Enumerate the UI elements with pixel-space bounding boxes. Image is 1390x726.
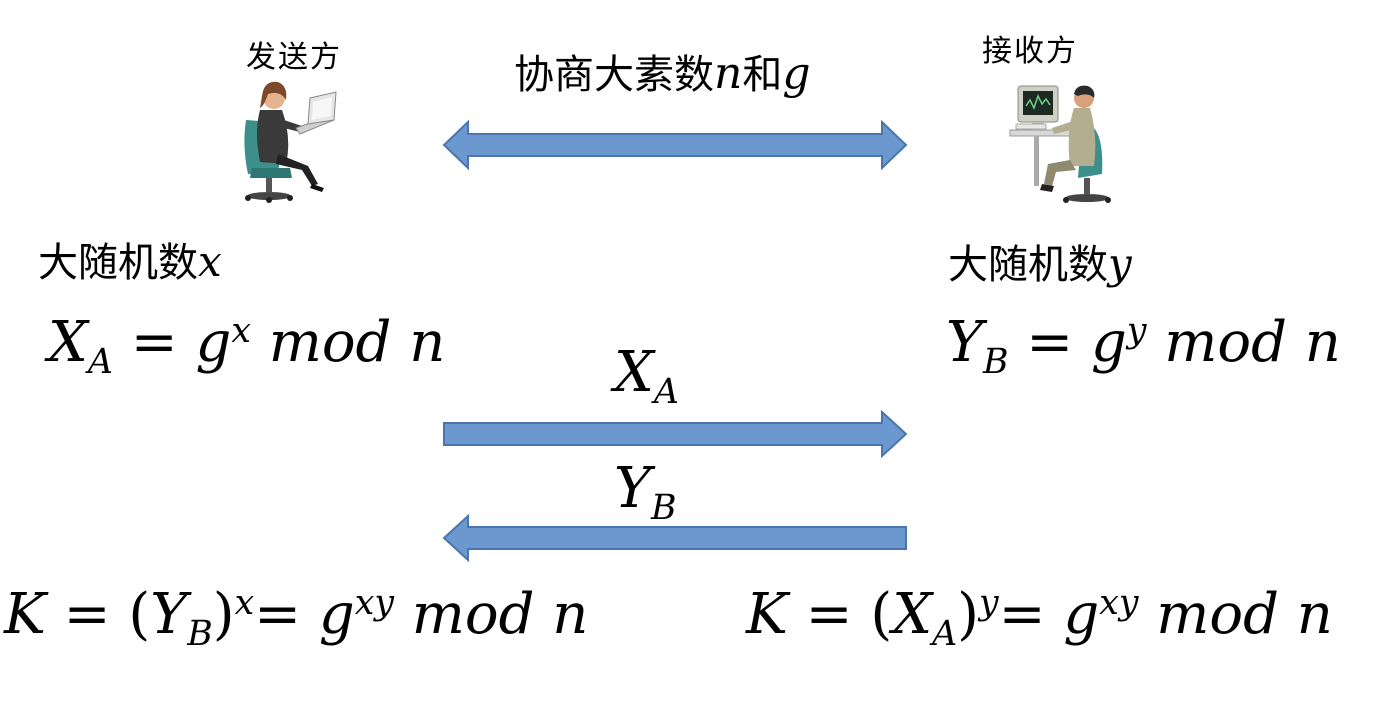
key-inner-sub: B [187,614,213,655]
key-eq2: = [998,582,1064,647]
formula-lhs-sub: A [87,342,113,383]
formula-eq: = [112,310,196,375]
right-arrow-shape [443,409,908,459]
key-tail: mod n [1138,582,1333,647]
key-eq1: = ( [787,582,893,647]
left-arrow [442,513,907,563]
sender-random-text: 大随机数 [38,240,198,286]
formula-tail: mod n [1146,310,1341,375]
formula-tail: mod n [250,310,446,375]
sender-public-formula: XA = gx mod n [48,310,446,382]
key-close: ) [212,582,235,647]
and-text: 和 [742,52,783,98]
left-arrow-shape [442,513,907,563]
formula-eq: = [1008,310,1092,375]
formula-exp: y [1126,310,1147,351]
bidirectional-arrow [442,119,908,171]
key-exp1: y [979,582,999,623]
message-sub: B [650,488,677,529]
key-inner: Y [150,582,188,647]
key-base: g [318,582,355,647]
key-eq1: = ( [45,582,151,647]
sender-random-var: x [198,237,222,286]
formula-base: g [195,310,232,375]
receiver-random-label: 大随机数y [948,232,1132,290]
var-n: n [714,48,743,99]
key-k: K [4,582,46,647]
sender-label: 发送方 [246,40,342,75]
woman-at-laptop-icon [244,81,337,203]
message-yb-label: YB [614,456,676,528]
formula-lhs-sub: B [982,342,1009,383]
right-arrow [443,409,908,459]
receiver-key-formula: K = (XA)y= gxy mod n [746,582,1333,654]
key-tail: mod n [393,582,589,647]
var-g: g [782,48,811,99]
key-base: g [1063,582,1100,647]
key-inner-sub: A [932,614,958,655]
key-inner: X [892,582,933,647]
formula-base: g [1091,310,1127,375]
key-exp2: xy [1099,582,1139,623]
message-var: X [614,340,654,405]
formula-lhs: Y [946,310,983,375]
formula-lhs: X [48,310,88,375]
key-exp2: xy [354,582,394,623]
receiver-random-text: 大随机数 [948,242,1108,288]
formula-exp: x [231,310,251,351]
message-sub: A [653,372,679,413]
negotiate-text: 协商大素数 [514,52,714,98]
message-var: Y [614,456,651,521]
receiver-label: 接收方 [982,34,1078,69]
key-close: ) [957,582,980,647]
key-k: K [746,582,788,647]
receiver-random-var: y [1108,239,1132,288]
key-eq2: = [254,582,319,647]
receiver-public-formula: YB = gy mod n [946,310,1341,382]
key-exp1: x [234,582,255,623]
message-xa-label: XA [614,340,679,412]
bidirectional-arrow-shape [442,119,908,171]
man-at-computer-icon [1009,85,1111,203]
negotiate-label: 协商大素数n和g [514,42,811,100]
sender-key-formula: K = (YB)x= gxy mod n [4,582,589,654]
sender-random-label: 大随机数x [38,230,222,288]
